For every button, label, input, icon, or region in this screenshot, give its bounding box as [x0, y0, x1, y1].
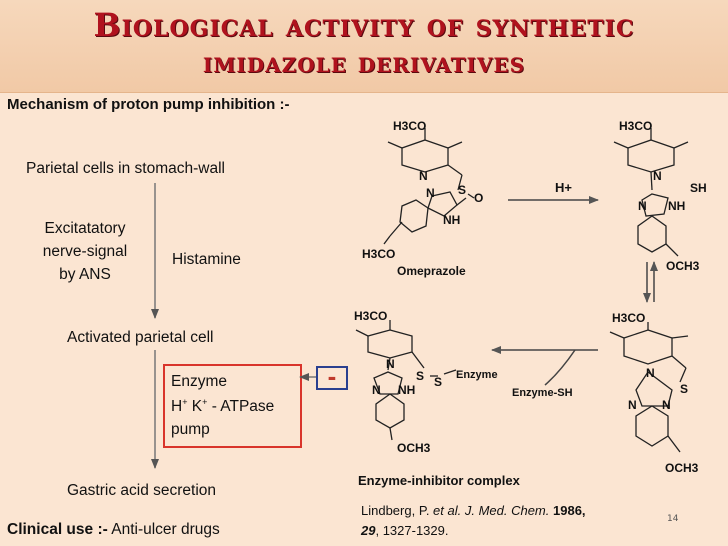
label-s-3: S — [416, 369, 424, 383]
label-omeprazole: Omeprazole — [397, 264, 466, 278]
slide-title-line2: imidazole derivatives — [202, 46, 526, 79]
sulfenamide-structure — [609, 322, 689, 453]
omeprazole-structure — [383, 128, 475, 245]
histamine-label: Histamine — [172, 251, 241, 268]
complex-caption: Enzyme-inhibitor complex — [358, 473, 521, 488]
excit-line3: by ANS — [59, 266, 111, 283]
enzyme-h: H — [171, 398, 183, 416]
label-nh-2: NH — [668, 199, 685, 213]
sulfenamide-labels: H3CO N S N N OCH3 — [612, 311, 699, 475]
inhibition-sign: - — [327, 361, 337, 391]
sh-labels: H3CO N SH N NH OCH3 — [619, 119, 707, 273]
slide-title-line1: Biological activity of synthetic — [93, 6, 635, 44]
mechanism-heading: Mechanism of proton pump inhibition :- — [7, 96, 290, 113]
clinical-label: Clinical use :- — [7, 521, 108, 538]
inhibition-sign-box: - — [316, 361, 348, 391]
title-band — [0, 0, 728, 93]
label-n-2: N — [426, 186, 435, 200]
flow-step-activated-cell: Activated parietal cell — [67, 329, 214, 346]
enzyme-line1: Enzyme — [171, 373, 227, 390]
label-enzyme-sh: Enzyme-SH — [512, 387, 573, 399]
sh-structure — [613, 128, 689, 257]
reference-year: 1986, — [553, 503, 586, 518]
label-och3-2: OCH3 — [665, 461, 699, 475]
reference: Lindberg, P. et al. J. Med. Chem. 1986, … — [361, 501, 586, 541]
complex-labels: H3CO N S S N NH Enzyme OCH3 Enzyme-inhib… — [354, 309, 521, 488]
flow-arrows — [151, 183, 316, 469]
clinical-use-line: Clinical use :- Anti-ulcer drugs — [7, 521, 220, 539]
label-s-1: S — [458, 183, 466, 197]
label-h3co-4: H3CO — [612, 311, 645, 325]
label-n-1: N — [419, 169, 428, 183]
reference-line1: Lindberg, P. et al. J. Med. Chem. 1986, — [361, 501, 586, 521]
flow-step-gastric-acid: Gastric acid secretion — [67, 482, 217, 499]
reference-line2: 29, 1327-1329. — [361, 521, 586, 541]
excit-line2: nerve-signal — [42, 243, 128, 260]
enzyme-atpase: - ATPase — [207, 398, 275, 416]
label-s-4: S — [434, 375, 442, 389]
label-nh-1: NH — [443, 213, 460, 227]
label-h3co-5: H3CO — [354, 309, 387, 323]
enzyme-line3: pump — [171, 421, 210, 438]
page-number: 14 — [667, 514, 679, 524]
label-n-8: N — [386, 357, 395, 371]
label-o-1: O — [474, 191, 483, 205]
complex-structure — [355, 320, 457, 441]
reference-volume: 29 — [361, 523, 376, 538]
label-n-7: N — [662, 398, 671, 412]
reference-journal: et al. J. Med. Chem. — [433, 503, 550, 518]
label-enzyme: Enzyme — [456, 369, 498, 381]
label-sh: SH — [690, 181, 707, 195]
reference-pages: , 1327-1329. — [375, 523, 449, 538]
label-n-3: N — [653, 169, 662, 183]
omeprazole-labels: H3CO N N S O NH H3CO Omeprazole — [362, 119, 483, 278]
label-n-5: N — [646, 366, 655, 380]
label-och3-3: OCH3 — [397, 441, 431, 455]
label-h3co-1: H3CO — [393, 119, 426, 133]
label-h-plus: H+ — [555, 180, 572, 195]
enzyme-line2: H+ K+ - ATPase — [171, 397, 274, 416]
label-n-9: N — [372, 383, 381, 397]
label-s-2: S — [680, 382, 688, 396]
clinical-value: Anti-ulcer drugs — [111, 521, 220, 538]
excit-line1: Excitatatory — [44, 220, 126, 237]
enzyme-sh-arrow — [491, 346, 598, 386]
label-n-4: N — [638, 199, 647, 213]
label-nh-3: NH — [398, 383, 415, 397]
flow-step-parietal-cells: Parietal cells in stomach-wall — [26, 160, 225, 177]
equilibrium-arrows — [643, 261, 658, 303]
enzyme-sup1: + — [182, 397, 188, 407]
label-h3co-2: H3CO — [362, 247, 395, 261]
reference-authors: Lindberg, P. — [361, 503, 434, 518]
enzyme-box: Enzyme H+ K+ - ATPase pump — [163, 364, 302, 448]
enzyme-k: K — [187, 398, 203, 416]
label-n-6: N — [628, 398, 637, 412]
label-och3-1: OCH3 — [666, 259, 700, 273]
enzyme-sup2: + — [202, 397, 208, 407]
label-h3co-3: H3CO — [619, 119, 652, 133]
